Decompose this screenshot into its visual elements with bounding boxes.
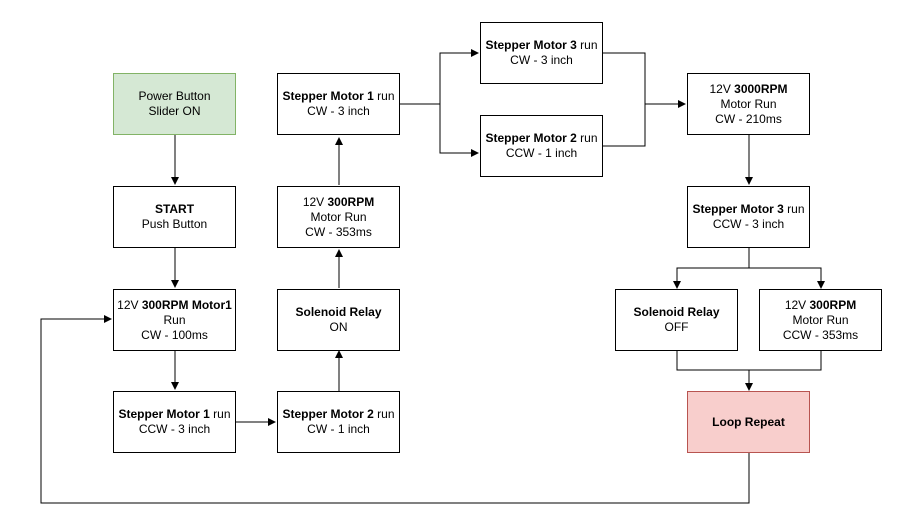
node-text-line: Motor Run xyxy=(720,96,777,111)
arrow-split-to-motor-300-ccw xyxy=(749,267,825,289)
node-stepper3-ccw: Stepper Motor 3 run CCW - 3 inch xyxy=(687,186,810,248)
node-text-line: CW - 3 inch xyxy=(307,104,370,118)
node-text-suffix: run xyxy=(373,89,395,103)
node-title: Stepper Motor 1 xyxy=(282,89,374,103)
arrow-join-to-loop xyxy=(676,350,822,390)
node-motor1-300rpm: 12V 300RPM Motor1 Run CW - 100ms xyxy=(113,289,236,351)
node-title: Stepper Motor 3 xyxy=(485,38,577,52)
node-title: Loop Repeat xyxy=(712,414,785,429)
node-text-prefix: 12V xyxy=(117,297,142,312)
node-text-line: CW - 3 inch xyxy=(510,53,573,67)
arrow-stepper1-to-stepper3 xyxy=(400,49,479,105)
node-text-line: CCW - 353ms xyxy=(782,327,859,342)
node-title: 3000RPM xyxy=(734,81,788,96)
node-text-prefix: 12V xyxy=(302,194,328,209)
node-motor-300rpm-ccw: 12V 300RPM Motor Run CCW - 353ms xyxy=(759,289,882,351)
node-start: START Push Button xyxy=(113,186,236,248)
node-stepper3-cw: Stepper Motor 3 run CW - 3 inch xyxy=(480,22,603,84)
node-title: 300RPM xyxy=(809,297,857,312)
node-text-line: CW - 353ms xyxy=(305,224,372,239)
node-text-suffix: run xyxy=(576,38,598,52)
node-text-suffix: run xyxy=(783,202,805,216)
node-stepper2-cw: Stepper Motor 2 run CW - 1 inch xyxy=(277,391,400,453)
node-text-prefix: 12V xyxy=(709,81,735,96)
node-solenoid-relay-on: Solenoid Relay ON xyxy=(277,289,400,351)
arrow-loop-back-to-motor1 xyxy=(40,315,750,504)
arrow-stepper1-to-stepper2-ccw xyxy=(439,104,479,157)
node-title: Stepper Motor 2 xyxy=(282,407,374,421)
node-text-line: CW - 100ms xyxy=(141,327,208,342)
node-text-line: Push Button xyxy=(141,217,208,231)
node-text-suffix: run xyxy=(209,407,231,421)
node-title: Stepper Motor 2 xyxy=(485,131,577,145)
arrow-split-to-solenoid-off xyxy=(673,248,750,289)
node-stepper1-cw: Stepper Motor 1 run CW - 3 inch xyxy=(277,73,400,135)
node-text-suffix: run xyxy=(576,131,598,145)
node-title: Stepper Motor 3 xyxy=(692,202,784,216)
node-text-line: CCW - 3 inch xyxy=(138,422,211,436)
node-stepper2-ccw: Stepper Motor 2 run CCW - 1 inch xyxy=(480,115,603,177)
node-text-line: CW - 210ms xyxy=(715,111,782,126)
node-title: 300RPM xyxy=(327,194,375,209)
node-title: Solenoid Relay xyxy=(633,305,720,319)
node-title: Stepper Motor 1 xyxy=(118,407,210,421)
node-title: 300RPM Motor1 xyxy=(141,297,232,312)
node-text-line: CCW - 1 inch xyxy=(505,146,578,160)
node-text-line: Motor Run xyxy=(310,209,367,224)
node-loop-repeat: Loop Repeat xyxy=(687,391,810,453)
node-title: START xyxy=(154,202,195,216)
node-text-line: CW - 1 inch xyxy=(307,422,370,436)
node-motor-3000rpm-cw: 12V 3000RPM Motor Run CW - 210ms xyxy=(687,73,810,135)
node-text-line: Motor Run xyxy=(792,312,849,327)
node-text-line: OFF xyxy=(664,320,689,334)
node-text-line: ON xyxy=(329,320,348,334)
node-stepper1-ccw: Stepper Motor 1 run CCW - 3 inch xyxy=(113,391,236,453)
node-solenoid-relay-off: Solenoid Relay OFF xyxy=(615,289,738,351)
arrow-branches-to-motor-3000 xyxy=(602,52,685,147)
node-power-button: Power Button Slider ON xyxy=(113,73,236,135)
node-text-prefix: 12V xyxy=(784,297,810,312)
node-text-line: Slider ON xyxy=(148,104,201,118)
node-text-line: Run xyxy=(163,312,186,327)
node-title: Solenoid Relay xyxy=(295,305,382,319)
node-text-line: CCW - 3 inch xyxy=(712,217,785,231)
node-text-suffix: run xyxy=(373,407,395,421)
node-text-line: Power Button xyxy=(138,89,211,103)
node-motor-300rpm-cw: 12V 300RPM Motor Run CW - 353ms xyxy=(277,186,400,248)
